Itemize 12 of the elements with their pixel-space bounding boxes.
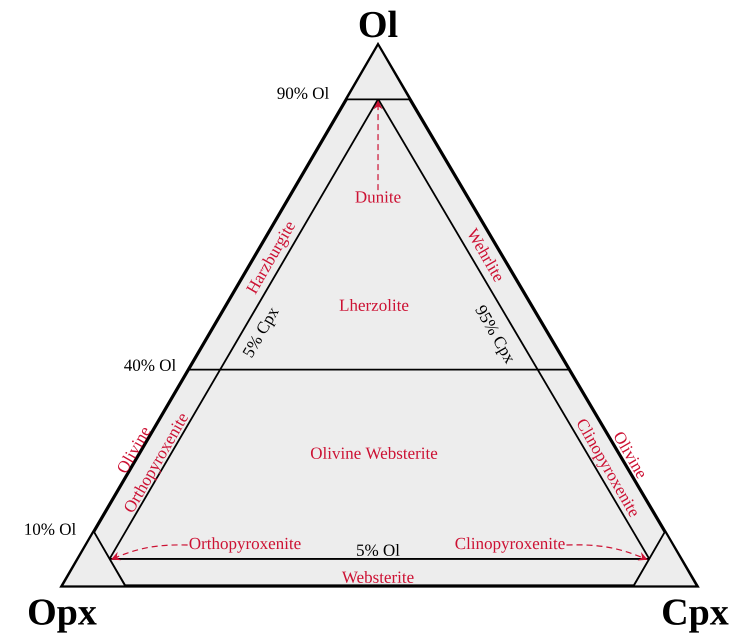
rock-name-label: Dunite	[354, 190, 402, 204]
rock-name-label: Lherzolite	[340, 299, 408, 311]
rock-name-label: Clinopyroxenite	[454, 536, 566, 554]
vertex-label: Opx	[29, 599, 97, 633]
rock-name-label: Olivine Websterite	[310, 446, 438, 460]
vertex-label: Cpx	[663, 599, 729, 633]
percent-label: 5% Ol	[357, 544, 400, 556]
rock-name-label: Orthopyroxenite	[188, 536, 302, 554]
percent-label: 10% Ol	[25, 522, 76, 535]
percent-label: 40% Ol	[124, 358, 176, 371]
percent-label: 5% Cpx	[242, 308, 280, 358]
rock-name-label: Websterite	[342, 570, 414, 584]
